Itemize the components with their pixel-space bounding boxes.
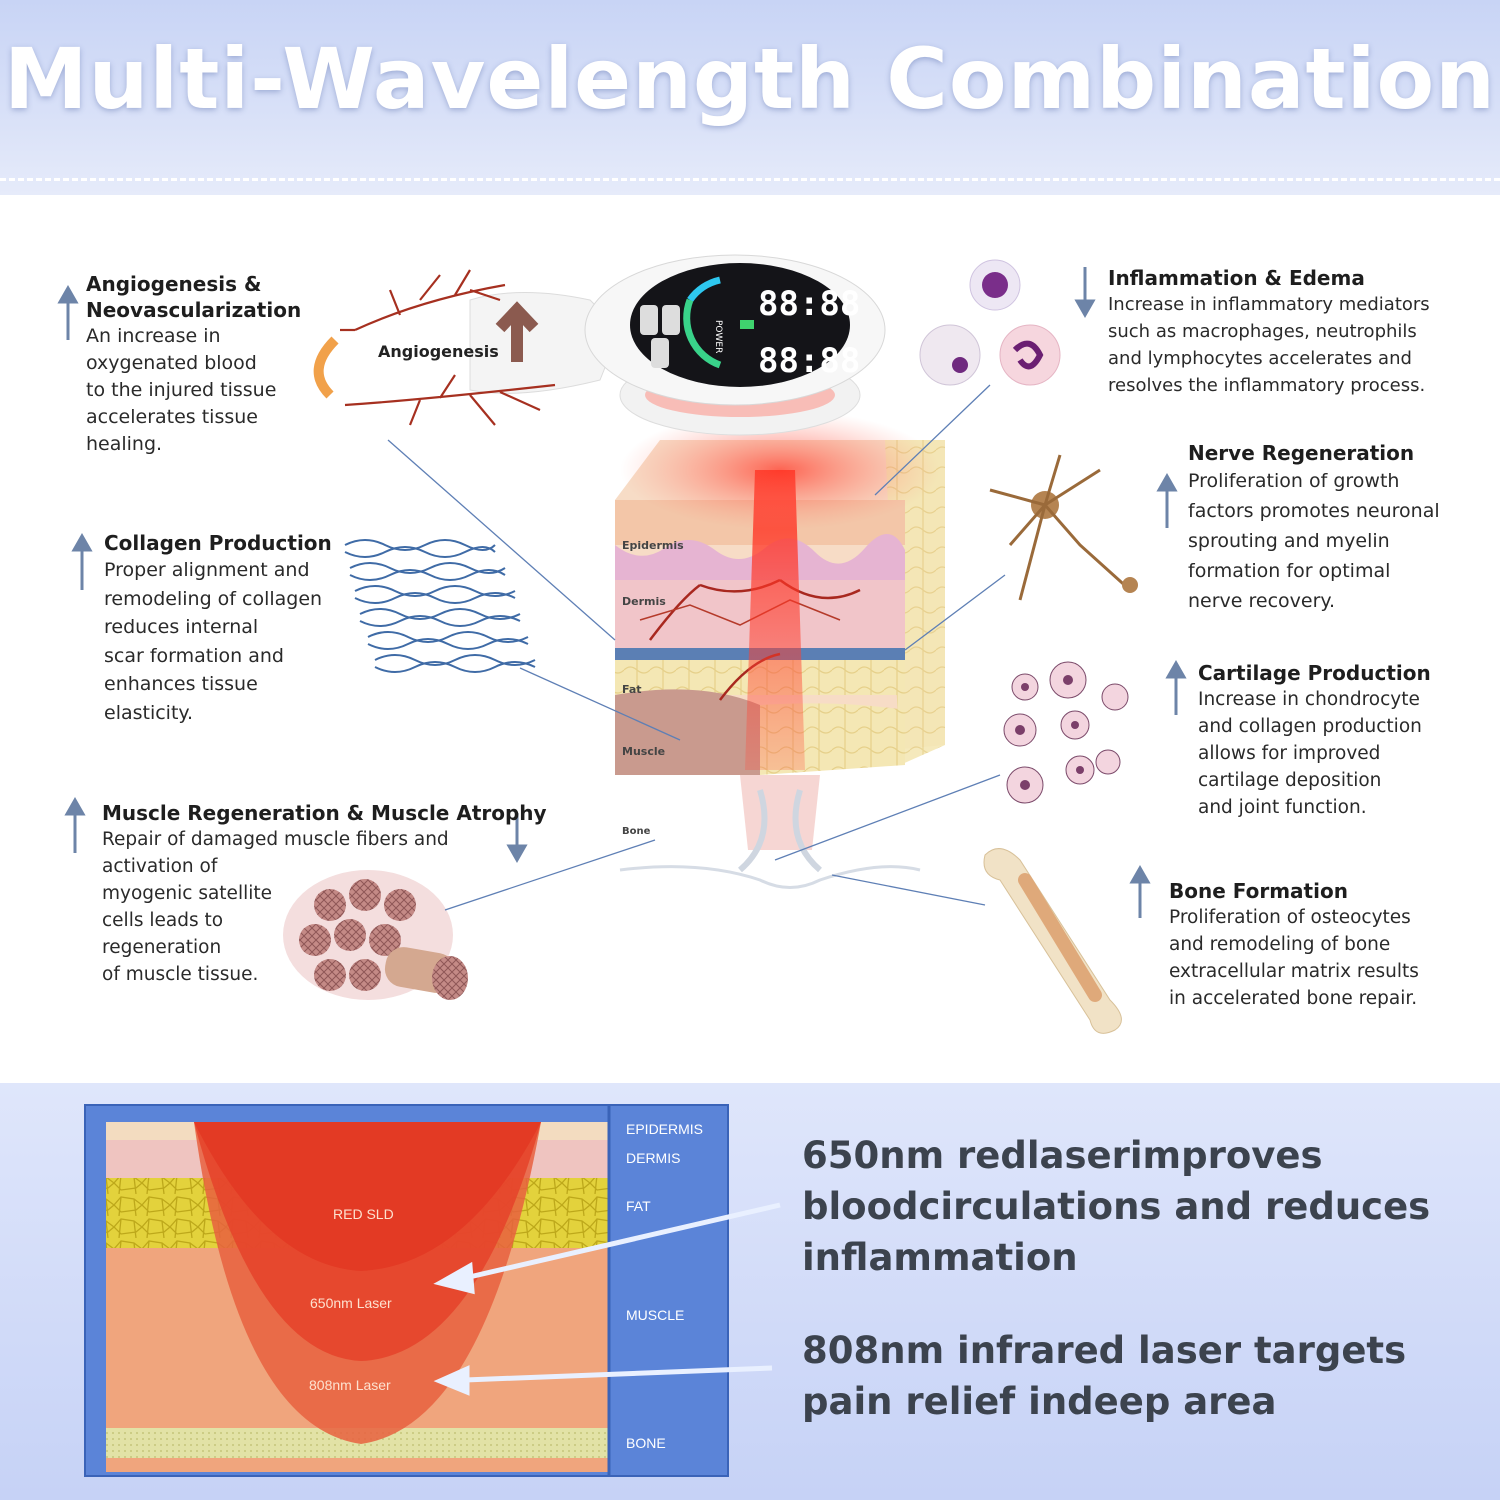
up-arrow-icon bbox=[1165, 659, 1187, 715]
direction-arrows bbox=[57, 267, 1187, 918]
panel-title: Cartilage Production bbox=[1198, 661, 1431, 685]
panel-title: Bone Formation bbox=[1169, 879, 1348, 903]
cartilage-illustration bbox=[1003, 661, 1129, 804]
skin-label-fat: Fat bbox=[622, 683, 642, 696]
skin-label-bone: Bone bbox=[622, 826, 651, 837]
laser-650-description: 650nm redlaserimproves bloodcirculations… bbox=[802, 1134, 1431, 1279]
panel-inflammation: Inflammation & Edema Increase in inflamm… bbox=[1108, 265, 1478, 399]
immune-cells-illustration bbox=[919, 259, 1061, 386]
up-arrow-icon bbox=[1129, 864, 1151, 918]
bone-illustration bbox=[983, 848, 1122, 1034]
layer-label-bone: BONE bbox=[626, 1435, 666, 1451]
laser-depth-diagram: RED SLD 650nm Laser 808nm Laser bbox=[84, 1104, 729, 1477]
down-arrow-icon bbox=[506, 813, 528, 864]
panel-collagen: Collagen Production Proper alignment and… bbox=[104, 530, 354, 727]
device-dial-label: POWER bbox=[713, 320, 723, 353]
skin-label-epidermis: Epidermis bbox=[622, 539, 684, 552]
panel-title: Muscle Regeneration & Muscle Atrophy bbox=[102, 801, 547, 825]
up-arrow-icon bbox=[1156, 472, 1178, 528]
device-display-top: 88:88 bbox=[758, 284, 860, 324]
panel-nerve: Nerve Regeneration Proliferation of grow… bbox=[1188, 440, 1478, 616]
panel-text: Increase in chondrocyte and collagen pro… bbox=[1198, 689, 1422, 818]
layer-label-muscle: MUSCLE bbox=[626, 1307, 685, 1323]
header-banner: Multi-Wavelength Combination bbox=[0, 0, 1500, 195]
page-title: Multi-Wavelength Combination bbox=[4, 30, 1496, 128]
panel-title: Nerve Regeneration bbox=[1188, 441, 1415, 465]
up-arrow-icon bbox=[57, 284, 79, 340]
layer-label-dermis: DERMIS bbox=[626, 1150, 681, 1166]
skin-label-dermis: Dermis bbox=[622, 595, 666, 608]
skin-label-muscle: Muscle bbox=[622, 745, 666, 758]
laser-depth-svg bbox=[106, 1106, 727, 1475]
panel-title: Angiogenesis & Neovascularization bbox=[86, 272, 302, 322]
device-display-bottom: 88:88 bbox=[758, 341, 860, 381]
down-arrow-icon bbox=[1074, 267, 1096, 319]
up-arrow-icon bbox=[64, 796, 86, 853]
curved-arrow-icon bbox=[313, 336, 339, 399]
panel-title: Inflammation & Edema bbox=[1108, 266, 1365, 290]
skin-block bbox=[615, 410, 945, 889]
red-sld-label: RED SLD bbox=[333, 1206, 394, 1222]
panel-text: Proper alignment and remodeling of colla… bbox=[104, 559, 323, 724]
collagen-illustration bbox=[344, 539, 536, 673]
neuron-illustration bbox=[989, 454, 1138, 601]
layer-label-epidermis: EPIDERMIS bbox=[626, 1121, 704, 1137]
angiogenesis-label: Angiogenesis bbox=[378, 342, 499, 361]
laser-pointer-arrows bbox=[433, 1202, 781, 1396]
panel-angiogenesis: Angiogenesis & Neovascularization An inc… bbox=[86, 271, 356, 458]
panel-text: Repair of damaged muscle fibers and acti… bbox=[102, 829, 449, 985]
laser-650-label: 650nm Laser bbox=[310, 1295, 392, 1311]
pointer-808-arrow bbox=[464, 1365, 773, 1383]
panel-bone: Bone Formation Proliferation of osteocyt… bbox=[1169, 878, 1489, 1012]
therapy-illustration: 88:88 88:88 POWER Angiogenesis bbox=[283, 254, 1138, 1034]
pointer-650-arrow bbox=[464, 1202, 781, 1281]
laser-808-label: 808nm Laser bbox=[309, 1377, 391, 1393]
panel-cartilage: Cartilage Production Increase in chondro… bbox=[1198, 660, 1478, 821]
panel-text: Proliferation of growth factors promotes… bbox=[1188, 470, 1440, 612]
laser-808-description: 808nm infrared laser targets pain relief… bbox=[802, 1329, 1407, 1423]
pointer-lines bbox=[387, 384, 1006, 911]
layer-label-fat: FAT bbox=[626, 1198, 651, 1214]
panel-text: An increase in oxygenated blood to the i… bbox=[86, 325, 277, 455]
muscle-fiber-illustration bbox=[283, 870, 468, 1000]
panel-text: Increase in inflammatory mediators such … bbox=[1108, 294, 1430, 396]
header-divider bbox=[0, 178, 1500, 181]
panel-muscle: Muscle Regeneration & Muscle Atrophy Rep… bbox=[102, 800, 547, 988]
up-arrow-icon bbox=[71, 532, 93, 590]
increase-arrow-icon bbox=[495, 301, 539, 362]
panel-title: Collagen Production bbox=[104, 531, 332, 555]
laser-device: 88:88 88:88 POWER bbox=[469, 254, 886, 436]
angiogenesis-illustration bbox=[340, 269, 556, 426]
panel-text: Proliferation of osteocytes and remodeli… bbox=[1169, 907, 1419, 1009]
